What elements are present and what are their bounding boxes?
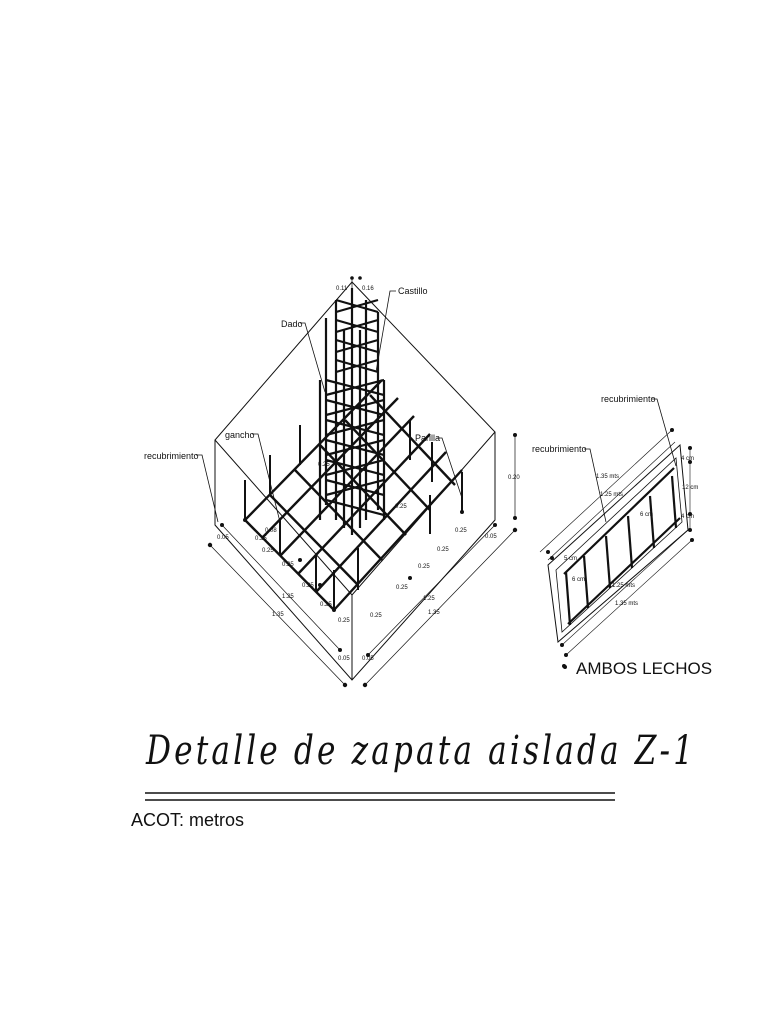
dim-right-135: 1.35 (428, 610, 440, 616)
dim-right-025a: 0.25 (370, 613, 382, 619)
dim-plan-125-bottom: 1.25 mts (612, 583, 635, 589)
dim-left-125: 1.25 (282, 594, 294, 600)
slab-side-outline (214, 432, 496, 681)
dim-right-025e: 0.25 (455, 528, 467, 534)
dim-right-025c: 0.25 (418, 564, 430, 570)
leader-lines (196, 290, 463, 523)
dimension-ticks (207, 276, 518, 688)
dim-right-125: 1.25 (423, 596, 435, 602)
dim-left-005: 0.05 (217, 535, 229, 541)
dim-right-025b: 0.25 (396, 585, 408, 591)
slab-top-outline (214, 281, 496, 596)
dim-plan-4cm-bottom: 4 cm (681, 514, 694, 520)
dim-right-005b: 0.05 (485, 534, 497, 540)
dim-left-025d: 0.25 (302, 583, 314, 589)
dim-plan-5cm: 5 cm (564, 556, 577, 562)
dim-plan-125-top: 1.25 mts (600, 492, 623, 498)
grid-section-detail (539, 398, 694, 668)
section-bars (563, 467, 681, 626)
dim-height: 0.20 (508, 475, 520, 481)
dim-left-135: 1.35 (272, 612, 284, 618)
dim-inner-025a: 0.25 (318, 462, 330, 468)
label-recubrimiento-left: recubrimiento (144, 451, 199, 461)
dim-hook-008: 0.08 (265, 528, 277, 534)
section-dimension-lines (539, 429, 693, 656)
dim-left-005b: 0.05 (338, 656, 350, 662)
dim-plan-12cm: 12 cm (682, 485, 698, 491)
label-parilla: Parilla (415, 433, 440, 443)
ambos-lechos-bullet (563, 665, 567, 669)
dim-top-b: 0.16 (362, 286, 374, 292)
dim-plan-4cm-top: 4 cm (681, 456, 694, 462)
dim-left-025e: 0.25 (320, 602, 332, 608)
dim-right-025d: 0.25 (437, 547, 449, 553)
label-gancho: gancho (225, 430, 255, 440)
label-recubrimiento-top: recubrimiento (601, 394, 656, 404)
dim-left-025c: 0.25 (282, 562, 294, 568)
label-recubrimiento-mid: recubrimiento (532, 444, 587, 454)
label-ambos-lechos: AMBOS LECHOS (576, 659, 712, 678)
dim-plan-6cm-b: 6 cm (640, 512, 653, 518)
dim-plan-6cm-a: 6 cm (572, 577, 585, 583)
column-cage (318, 288, 386, 535)
dim-top-a: 0.11 (336, 286, 348, 292)
dim-right-005: 0.05 (362, 656, 374, 662)
label-dado: Dado (281, 319, 303, 329)
section-ticks (546, 428, 694, 668)
hooks (244, 420, 463, 610)
drawing-title: Detalle de zapata aislada Z-1 (146, 728, 697, 774)
dim-left-025a: 0.25 (255, 536, 267, 542)
dim-plan-135-top: 1.35 mts (596, 474, 619, 480)
dim-plan-135-bottom: 1.35 mts (615, 601, 638, 607)
section-leader-lines (584, 398, 677, 523)
isometric-footing (196, 276, 518, 688)
dim-left-025b: 0.25 (262, 548, 274, 554)
units-note: ACOT: metros (131, 810, 245, 830)
label-castillo: Castillo (398, 286, 428, 296)
section-inner (555, 457, 683, 633)
dimension-lines (209, 278, 516, 686)
dim-left-025f: 0.25 (338, 618, 350, 624)
dim-inner-025b: 0.25 (395, 504, 407, 510)
